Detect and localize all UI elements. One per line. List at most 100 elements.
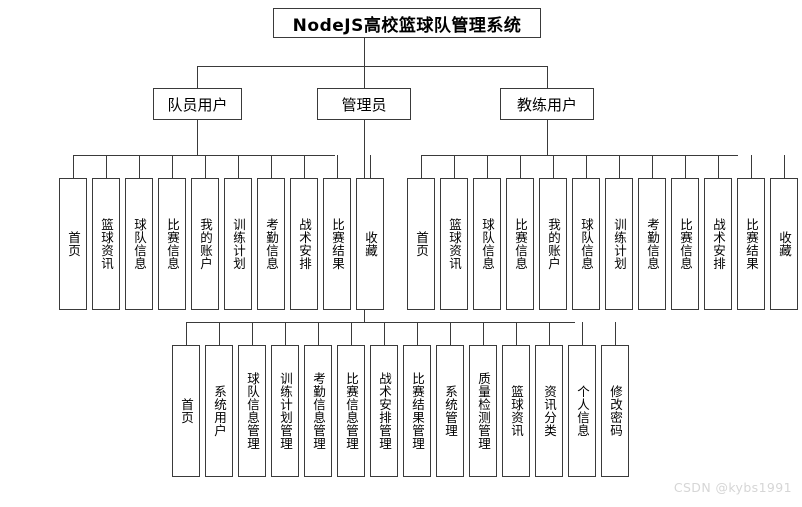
coach-menu-item: 比赛结果 <box>737 178 765 310</box>
coach-menu-drop-line <box>784 155 785 178</box>
player-menu-item-label: 我的账户 <box>198 218 213 270</box>
role-drop-line-player <box>197 66 198 88</box>
admin-menu-drop-line <box>384 322 385 345</box>
admin-menu-item-label: 首页 <box>179 398 194 424</box>
admin-menu-item-label: 修改密码 <box>608 385 623 437</box>
role-label-coach: 教练用户 <box>516 95 577 114</box>
admin-menu-item-label: 考勤信息管理 <box>311 372 326 450</box>
admin-menu-item: 系统用户 <box>205 345 233 477</box>
admin-menu-drop-line <box>351 322 352 345</box>
coach-stem-line <box>547 120 548 155</box>
player-menu-item: 球队信息 <box>125 178 153 310</box>
admin-menu-drop-line <box>516 322 517 345</box>
role-label-player: 队员用户 <box>167 95 228 114</box>
admin-menu-item: 系统管理 <box>436 345 464 477</box>
coach-menu-drop-line <box>718 155 719 178</box>
player-bus-line <box>73 155 335 156</box>
admin-menu-item: 训练计划管理 <box>271 345 299 477</box>
coach-menu-item-label: 训练计划 <box>612 218 627 270</box>
coach-menu-drop-line <box>751 155 752 178</box>
player-menu-item-label: 战术安排 <box>297 218 312 270</box>
player-menu-item: 篮球资讯 <box>92 178 120 310</box>
admin-menu-drop-line <box>186 322 187 345</box>
coach-menu-drop-line <box>685 155 686 178</box>
admin-menu-item-label: 训练计划管理 <box>278 372 293 450</box>
coach-menu-item: 比赛信息 <box>671 178 699 310</box>
admin-menu-item: 修改密码 <box>601 345 629 477</box>
admin-menu-drop-line <box>252 322 253 345</box>
admin-menu-item-label: 系统用户 <box>212 385 227 437</box>
admin-menu-item: 比赛结果管理 <box>403 345 431 477</box>
admin-menu-item-label: 资讯分类 <box>542 385 557 437</box>
player-menu-item-label: 比赛结果 <box>330 218 345 270</box>
admin-menu-item: 质量检测管理 <box>469 345 497 477</box>
player-menu-drop-line <box>304 155 305 178</box>
coach-menu-item: 战术安排 <box>704 178 732 310</box>
root-title-label: NodeJS高校篮球队管理系统 <box>292 15 522 36</box>
coach-menu-item-label: 比赛结果 <box>744 218 759 270</box>
admin-menu-drop-line <box>582 322 583 345</box>
player-stem-line <box>197 120 198 155</box>
role-drop-line-coach <box>547 66 548 88</box>
coach-menu-item: 首页 <box>407 178 435 310</box>
coach-menu-item-label: 球队信息 <box>480 218 495 270</box>
player-menu-item: 我的账户 <box>191 178 219 310</box>
coach-menu-item-label: 考勤信息 <box>645 218 660 270</box>
player-menu-drop-line <box>205 155 206 178</box>
admin-menu-item: 资讯分类 <box>535 345 563 477</box>
player-menu-item: 考勤信息 <box>257 178 285 310</box>
admin-menu-item-label: 战术安排管理 <box>377 372 392 450</box>
player-menu-item-label: 收藏 <box>363 231 378 257</box>
admin-menu-item: 比赛信息管理 <box>337 345 365 477</box>
coach-menu-item: 球队信息 <box>572 178 600 310</box>
admin-menu-item: 个人信息 <box>568 345 596 477</box>
player-menu-drop-line <box>238 155 239 178</box>
coach-menu-drop-line <box>454 155 455 178</box>
admin-menu-drop-line <box>483 322 484 345</box>
coach-menu-drop-line <box>619 155 620 178</box>
admin-menu-item-label: 比赛结果管理 <box>410 372 425 450</box>
coach-menu-item-label: 我的账户 <box>546 218 561 270</box>
coach-bus-line <box>421 155 738 156</box>
player-menu-item-label: 首页 <box>66 231 81 257</box>
player-menu-item-label: 篮球资讯 <box>99 218 114 270</box>
player-menu-item: 收藏 <box>356 178 384 310</box>
coach-menu-item-label: 球队信息 <box>579 218 594 270</box>
coach-menu-item-label: 比赛信息 <box>678 218 693 270</box>
player-menu-item-label: 训练计划 <box>231 218 246 270</box>
player-menu-drop-line <box>271 155 272 178</box>
coach-menu-item: 收藏 <box>770 178 798 310</box>
coach-menu-drop-line <box>520 155 521 178</box>
player-menu-item: 首页 <box>59 178 87 310</box>
coach-menu-item: 球队信息 <box>473 178 501 310</box>
coach-menu-item: 训练计划 <box>605 178 633 310</box>
player-menu-item-label: 比赛信息 <box>165 218 180 270</box>
admin-menu-drop-line <box>219 322 220 345</box>
admin-menu-item: 考勤信息管理 <box>304 345 332 477</box>
coach-menu-drop-line <box>652 155 653 178</box>
role-drop-line-admin <box>364 66 365 88</box>
admin-menu-drop-line <box>318 322 319 345</box>
player-menu-drop-line <box>172 155 173 178</box>
coach-menu-drop-line <box>586 155 587 178</box>
admin-menu-item-label: 比赛信息管理 <box>344 372 359 450</box>
player-menu-item: 比赛结果 <box>323 178 351 310</box>
player-menu-drop-line <box>73 155 74 178</box>
admin-menu-drop-line <box>417 322 418 345</box>
admin-menu-item-label: 质量检测管理 <box>476 372 491 450</box>
coach-menu-drop-line <box>553 155 554 178</box>
player-menu-item: 比赛信息 <box>158 178 186 310</box>
coach-menu-item: 篮球资讯 <box>440 178 468 310</box>
admin-menu-item: 球队信息管理 <box>238 345 266 477</box>
coach-menu-item-label: 收藏 <box>777 231 792 257</box>
admin-menu-item: 篮球资讯 <box>502 345 530 477</box>
coach-menu-item: 比赛信息 <box>506 178 534 310</box>
root-stem-line <box>364 38 365 66</box>
player-menu-drop-line <box>337 155 338 178</box>
admin-menu-item-label: 个人信息 <box>575 385 590 437</box>
player-menu-drop-line <box>370 155 371 178</box>
player-menu-drop-line <box>106 155 107 178</box>
player-menu-item: 训练计划 <box>224 178 252 310</box>
coach-menu-item-label: 篮球资讯 <box>447 218 462 270</box>
